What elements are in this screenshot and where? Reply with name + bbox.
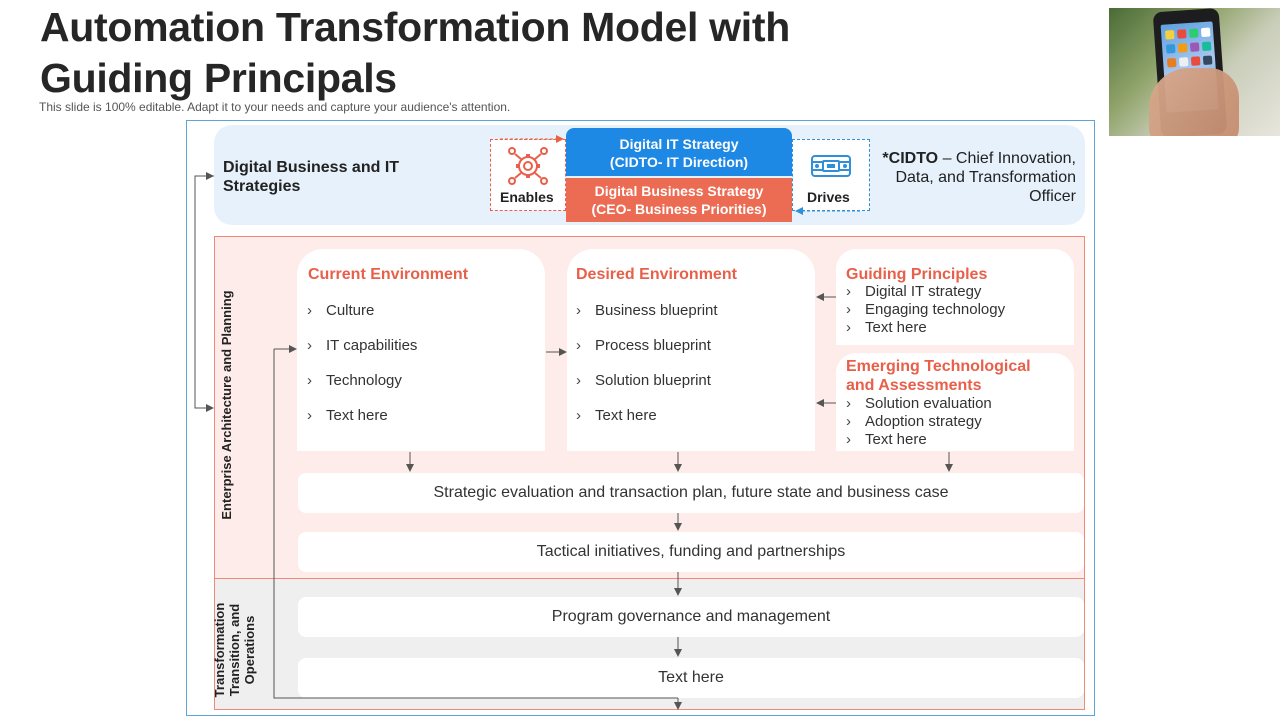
digital-it-strategy-box: Digital IT Strategy (CIDTO- IT Direction… (566, 128, 792, 176)
cidto-definition: – Chief Innovation, Data, and Transforma… (895, 150, 1076, 205)
list-item: Solution evaluation (846, 395, 992, 413)
tactical-initiatives-bar: Tactical initiatives, funding and partne… (298, 532, 1084, 572)
emerging-technological-title: Emerging Technological and Assessments (846, 358, 1031, 394)
list-item: Business blueprint (576, 301, 718, 336)
desired-environment-title: Desired Environment (576, 266, 737, 283)
enables-box: Enables (490, 139, 566, 211)
list-item: Text here (846, 431, 992, 449)
list-item: Technology (307, 371, 417, 406)
smartphone-photo (1109, 8, 1280, 136)
list-item: Text here (307, 406, 417, 441)
current-environment-title: Current Environment (308, 266, 469, 283)
list-item: IT capabilities (307, 336, 417, 371)
enables-label: Enables (500, 189, 554, 205)
cidto-note: *CIDTO – Chief Innovation, Data, and Tra… (880, 149, 1076, 206)
program-governance-bar: Program governance and management (298, 597, 1084, 637)
digital-business-strategy-sub: (CEO- Business Priorities) (591, 201, 767, 217)
guiding-principles-title: Guiding Principles (846, 266, 988, 283)
list-item: Text here (576, 406, 718, 441)
circuit-chip-icon (811, 155, 851, 177)
list-item: Engaging technology (846, 301, 1005, 319)
list-item: Digital IT strategy (846, 283, 1005, 301)
emerging-technological-card: Emerging Technological and Assessments S… (836, 353, 1074, 451)
current-environment-card: Current Environment Culture IT capabilit… (297, 249, 545, 451)
hand-shape (1149, 68, 1239, 136)
desired-environment-card: Desired Environment Business blueprint P… (567, 249, 815, 451)
strategies-label: Digital Business and IT Strategies (223, 159, 400, 195)
list-item: Text here (846, 319, 1005, 337)
page-subtitle: This slide is 100% editable. Adapt it to… (39, 100, 511, 114)
drives-label: Drives (807, 189, 850, 205)
digital-business-strategy-title: Digital Business Strategy (594, 183, 764, 199)
strategic-evaluation-bar: Strategic evaluation and transaction pla… (298, 473, 1084, 513)
cidto-abbr: *CIDTO (882, 150, 939, 167)
list-item: Solution blueprint (576, 371, 718, 406)
list-item: Culture (307, 301, 417, 336)
digital-business-strategy-box: Digital Business Strategy (CEO- Business… (566, 178, 792, 222)
guiding-principles-card: Guiding Principles Digital IT strategy E… (836, 249, 1074, 345)
transformation-label: Transformation Transition, and Operation… (212, 602, 257, 698)
diagram-frame (186, 120, 1095, 716)
digital-it-strategy-sub: (CIDTO- IT Direction) (609, 154, 749, 170)
digital-it-strategy-title: Digital IT Strategy (619, 136, 739, 152)
list-item: Process blueprint (576, 336, 718, 371)
list-item: Adoption strategy (846, 413, 992, 431)
gear-network-icon (508, 147, 548, 185)
drives-box: Drives (792, 139, 870, 211)
text-here-bar: Text here (298, 658, 1084, 698)
page-title: Automation Transformation Model with Gui… (40, 4, 790, 101)
enterprise-architecture-label: Enterprise Architecture and Planning (219, 290, 234, 520)
